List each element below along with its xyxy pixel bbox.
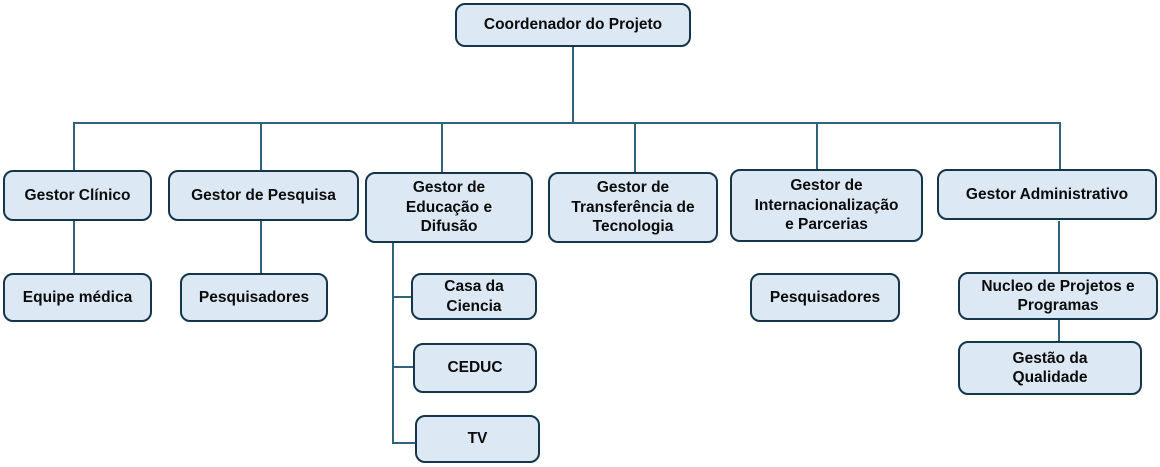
connector-drop-pesquisa [260, 122, 262, 170]
node-label: Gestor Clínico [24, 186, 131, 204]
node-gestor-administrativo[interactable]: Gestor Administrativo [937, 169, 1157, 220]
node-gestor-de-transferencia-de-tecnologia[interactable]: Gestor de Transferência de Tecnologia [548, 172, 718, 243]
node-gestor-de-internacionalizacao-e-parcerias[interactable]: Gestor de Internacionalização e Parceria… [730, 169, 923, 242]
connector-drop-transferencia [634, 122, 636, 172]
node-casa-da-ciencia[interactable]: Casa da Ciencia [411, 273, 537, 320]
connector-stub-casa [392, 296, 411, 298]
node-label: Nucleo de Projetos e Programas [981, 277, 1135, 314]
node-label: CEDUC [447, 359, 503, 377]
connector-stub-ceduc [392, 366, 414, 368]
node-label: TV [467, 430, 488, 448]
connector-drop-educacao [441, 122, 443, 172]
node-label: Gestor de Transferência de Tecnologia [571, 179, 695, 236]
node-label: Equipe médica [22, 288, 133, 306]
node-label: Casa da Ciencia [444, 278, 504, 315]
node-coordenador-do-projeto[interactable]: Coordenador do Projeto [455, 3, 691, 47]
connector-drop-internacionalizacao [816, 122, 818, 169]
node-pesquisadores-internacionalizacao[interactable]: Pesquisadores [750, 273, 900, 322]
node-label: Gestor de Internacionalização e Parceria… [754, 177, 899, 234]
node-label: Gestor Administrativo [965, 185, 1129, 203]
node-gestao-da-qualidade[interactable]: Gestão da Qualidade [958, 341, 1142, 395]
connector-pesquisa-pesquisadores [260, 220, 262, 273]
connector-nucleo-gestao [1058, 319, 1060, 341]
node-ceduc[interactable]: CEDUC [413, 343, 537, 393]
node-label: Gestor de Educação e Difusão [405, 179, 493, 236]
node-label: Gestor de Pesquisa [191, 186, 336, 204]
connector-educacao-spine [392, 242, 394, 444]
connector-clinico-equipe [73, 220, 75, 273]
node-equipe-medica[interactable]: Equipe médica [3, 273, 152, 322]
connector-root-stem [572, 47, 574, 122]
node-label: Coordenador do Projeto [483, 16, 663, 34]
connector-administrativo-nucleo [1058, 221, 1060, 272]
node-label: Pesquisadores [769, 288, 881, 306]
node-gestor-clinico[interactable]: Gestor Clínico [3, 170, 152, 221]
connector-stub-tv [392, 442, 416, 444]
node-tv[interactable]: TV [415, 415, 540, 463]
connector-drop-administrativo [1059, 122, 1061, 170]
node-label: Pesquisadores [198, 288, 310, 306]
connector-level2-bus [73, 122, 1061, 124]
connector-drop-clinico [73, 122, 75, 170]
node-label: Gestão da Qualidade [1012, 349, 1088, 386]
node-pesquisadores-pesquisa[interactable]: Pesquisadores [180, 273, 328, 322]
node-nucleo-de-projetos-e-programas[interactable]: Nucleo de Projetos e Programas [958, 272, 1158, 320]
node-gestor-de-educacao-e-difusao[interactable]: Gestor de Educação e Difusão [365, 172, 533, 243]
node-gestor-de-pesquisa[interactable]: Gestor de Pesquisa [168, 170, 359, 221]
